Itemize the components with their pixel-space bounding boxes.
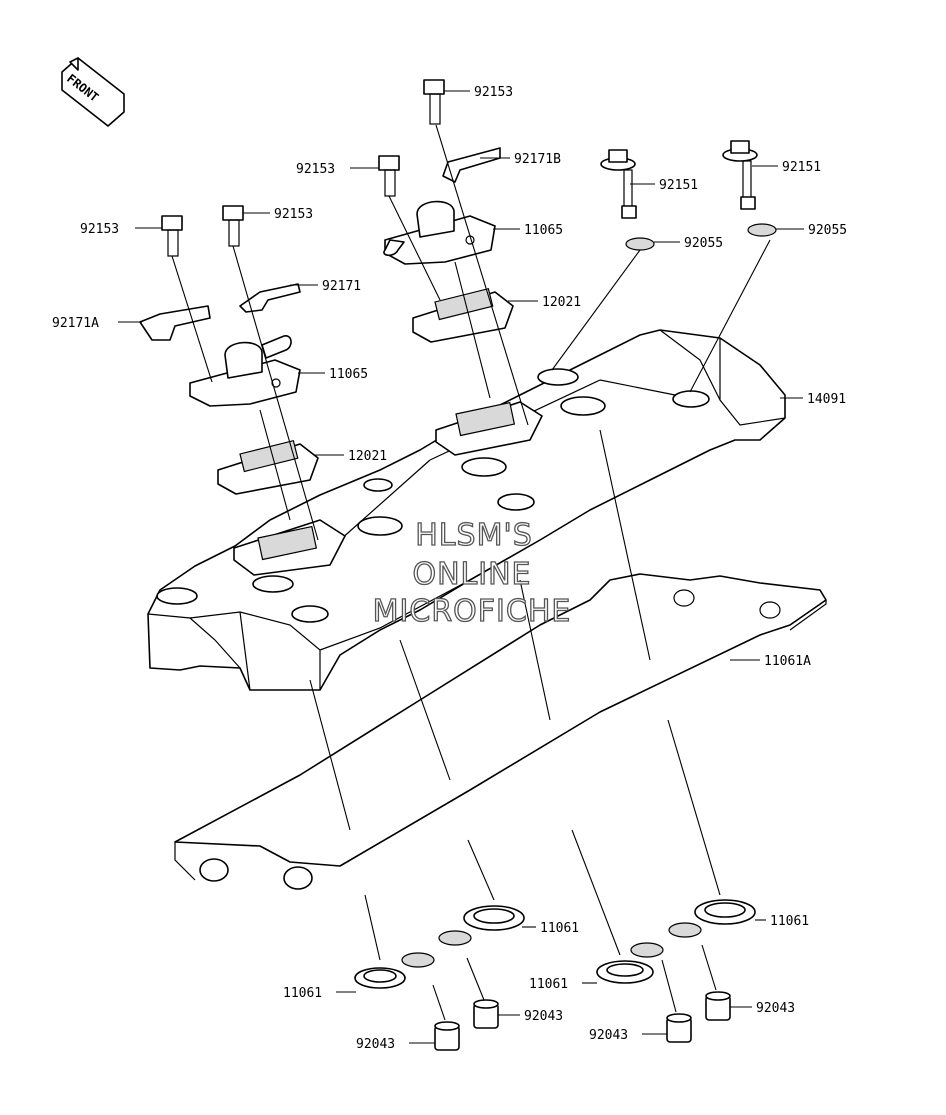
label-11061a: 11061A — [764, 654, 811, 669]
label-11065-right: 11065 — [524, 223, 563, 238]
label-92153-mid: 92153 — [296, 162, 335, 177]
watermark: HLSM'S ONLINE MICROFICHE — [372, 517, 572, 629]
bolt-92151-a — [600, 149, 637, 219]
label-11061-b: 11061 — [540, 921, 579, 936]
label-92153-left-b: 92153 — [274, 207, 313, 222]
bolt-92153-top — [423, 79, 445, 125]
bracket-92171 — [239, 283, 301, 313]
label-92171b: 92171B — [514, 152, 561, 167]
label-92043-d: 92043 — [756, 1001, 795, 1016]
label-92055-a: 92055 — [684, 236, 723, 251]
label-92153-left-a: 92153 — [80, 222, 119, 237]
dowel-92043-b — [473, 999, 499, 1029]
plate-12021-right — [412, 287, 514, 343]
front-arrow-icon: FRONT — [61, 57, 125, 127]
label-92151-a: 92151 — [659, 178, 698, 193]
breather-cover-11065-right — [383, 200, 496, 265]
gasket-11061a — [174, 573, 827, 890]
watermark-line-3: MICROFICHE — [373, 594, 572, 629]
label-92043-c: 92043 — [589, 1028, 628, 1043]
head-cover-14091 — [147, 329, 786, 691]
callout-leaders — [118, 90, 804, 1044]
breather-cover-11065-left — [189, 335, 301, 407]
dowel-92043-a — [434, 1021, 460, 1051]
watermark-line-1: HLSM'S — [415, 518, 533, 553]
bolt-92153-mid — [378, 155, 400, 197]
label-11061-d: 11061 — [770, 914, 809, 929]
label-12021-right: 12021 — [542, 295, 581, 310]
label-92043-b: 92043 — [524, 1009, 563, 1024]
label-92171: 92171 — [322, 279, 361, 294]
label-11061-a: 11061 — [283, 986, 322, 1001]
washer-92055-a — [625, 237, 655, 251]
bolt-92153-left-a — [161, 215, 183, 257]
bolt-92153-left-b — [222, 205, 244, 247]
seal-11061-b — [438, 905, 525, 946]
label-11061-c: 11061 — [529, 977, 568, 992]
label-12021-left: 12021 — [348, 449, 387, 464]
label-92043-a: 92043 — [356, 1037, 395, 1052]
washer-92055-b — [747, 223, 777, 237]
label-14091: 14091 — [807, 392, 846, 407]
label-92153-top: 92153 — [474, 85, 513, 100]
seal-11061-a — [354, 952, 435, 989]
seal-11061-c — [596, 942, 664, 984]
dowel-92043-d — [705, 991, 731, 1021]
dowel-92043-c — [666, 1013, 692, 1043]
plate-12021-left — [217, 439, 319, 495]
assembly-lines — [171, 124, 771, 1021]
label-92151-b: 92151 — [782, 160, 821, 175]
part-number-labels: 92153 92153 92153 92153 92171B 92171 921… — [52, 85, 847, 1052]
watermark-line-2: ONLINE — [412, 557, 531, 592]
seal-11061-d — [668, 899, 756, 938]
label-92055-b: 92055 — [808, 223, 847, 238]
bracket-92171a — [139, 305, 211, 341]
label-92171a: 92171A — [52, 316, 99, 331]
bolt-92151-b — [722, 140, 758, 210]
label-11065-left: 11065 — [329, 367, 368, 382]
